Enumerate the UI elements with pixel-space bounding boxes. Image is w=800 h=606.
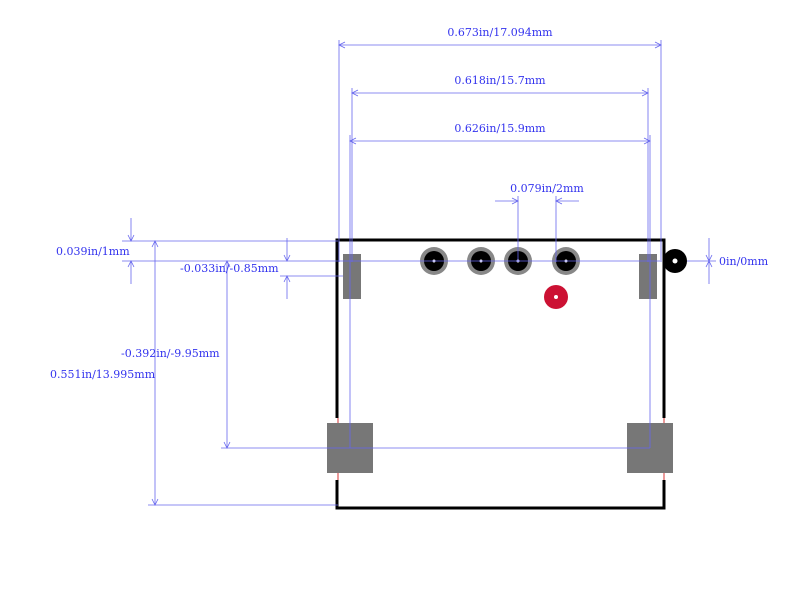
mount-pad-top-left	[343, 254, 361, 299]
origin-label: 0in/0mm	[719, 255, 769, 268]
pin-pitch-label: 0.079in/2mm	[510, 182, 584, 195]
silkscreen-outline-bottom	[335, 480, 666, 510]
overall-height-label: 0.551in/13.995mm	[50, 368, 156, 381]
lower-pad-offset-label: -0.392in/-9.95mm	[121, 347, 220, 360]
dimension-labels: 0.673in/17.094mm 0.618in/15.7mm 0.626in/…	[50, 26, 769, 381]
courtyard-outline	[337, 240, 665, 509]
overall-width-label: 0.673in/17.094mm	[447, 26, 553, 39]
pin1-marker	[544, 285, 568, 309]
top-offset-label: 0.039in/1mm	[56, 245, 130, 258]
component-outline	[335, 238, 666, 510]
pads	[327, 247, 687, 473]
origin-marker	[663, 249, 687, 273]
pad-center-width-label: 0.626in/15.9mm	[454, 122, 546, 135]
pad-outer-width-label: 0.618in/15.7mm	[454, 74, 546, 87]
silkscreen-outline-top	[335, 238, 666, 418]
dimension-lines	[122, 40, 716, 506]
mount-pad-top-right	[639, 254, 657, 299]
pad-top-offset-label: -0.033in/-0.85mm	[180, 262, 279, 275]
